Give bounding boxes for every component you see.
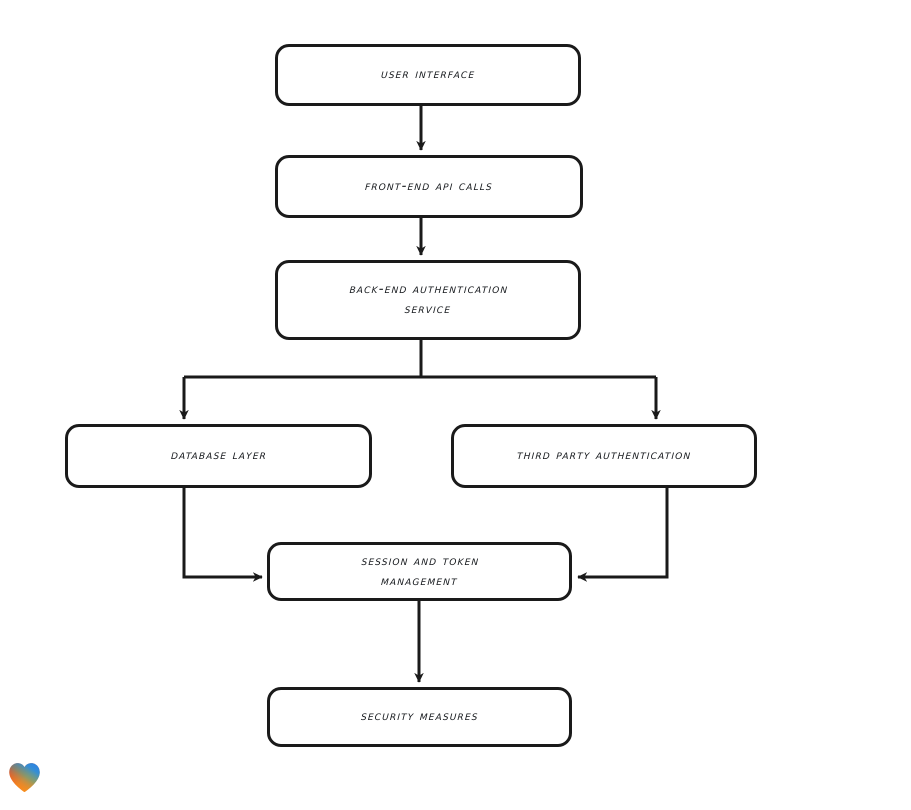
node-frontend-api-calls[interactable]: Front-End API Calls: [275, 155, 583, 218]
node-security-measures-label: Security Measures: [360, 708, 479, 725]
node-database-layer[interactable]: Database Layer: [65, 424, 372, 488]
node-user-interface-label: User Interface: [380, 66, 476, 83]
node-backend-authentication-service-label: Back-End Authentication Service: [348, 281, 509, 317]
node-frontend-api-calls-label: Front-End API Calls: [364, 177, 494, 194]
node-third-party-authentication-label: Third Party Authentication: [516, 447, 692, 464]
node-third-party-authentication[interactable]: Third Party Authentication: [451, 424, 757, 488]
node-session-and-token-management[interactable]: Session and Token Management: [267, 542, 572, 601]
edge-database-to-session: [182, 488, 263, 582]
node-security-measures[interactable]: Security Measures: [267, 687, 572, 747]
node-user-interface[interactable]: User Interface: [275, 44, 581, 106]
heart-shape-overlay: [9, 763, 40, 793]
edge-thirdparty-to-session: [577, 488, 669, 582]
node-session-and-token-management-label: Session and Token Management: [360, 552, 480, 589]
heart-icon[interactable]: [8, 762, 41, 793]
node-database-layer-label: Database Layer: [170, 447, 267, 464]
node-backend-authentication-service[interactable]: Back-End Authentication Service: [275, 260, 581, 340]
